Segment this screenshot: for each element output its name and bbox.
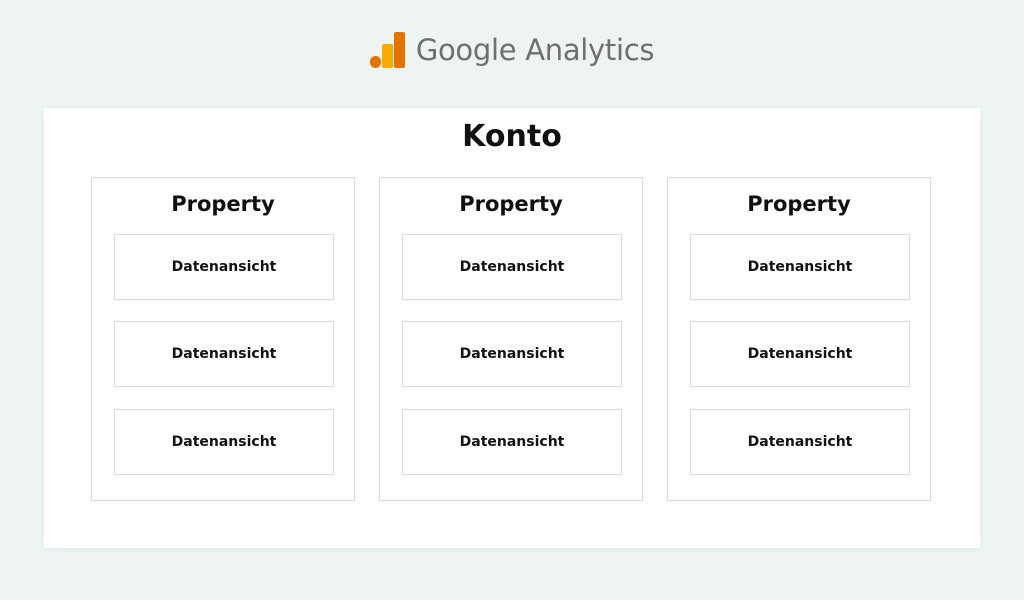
property-box: Property Datenansicht Datenansicht Daten… bbox=[667, 177, 931, 501]
view-box: Datenansicht bbox=[690, 321, 910, 387]
view-box: Datenansicht bbox=[690, 234, 910, 300]
view-box: Datenansicht bbox=[114, 234, 334, 300]
view-box: Datenansicht bbox=[114, 321, 334, 387]
property-box: Property Datenansicht Datenansicht Daten… bbox=[91, 177, 355, 501]
view-box: Datenansicht bbox=[402, 321, 622, 387]
view-box: Datenansicht bbox=[690, 409, 910, 475]
google-analytics-logo: Google Analytics bbox=[0, 32, 1024, 68]
property-title: Property bbox=[171, 192, 275, 216]
account-title: Konto bbox=[462, 119, 562, 154]
view-box: Datenansicht bbox=[114, 409, 334, 475]
view-box: Datenansicht bbox=[402, 409, 622, 475]
logo-text: Google Analytics bbox=[415, 32, 655, 67]
view-box: Datenansicht bbox=[402, 234, 622, 300]
property-box: Property Datenansicht Datenansicht Daten… bbox=[379, 177, 643, 501]
property-title: Property bbox=[459, 192, 563, 216]
google-analytics-bars-icon bbox=[369, 32, 405, 68]
property-title: Property bbox=[747, 192, 851, 216]
